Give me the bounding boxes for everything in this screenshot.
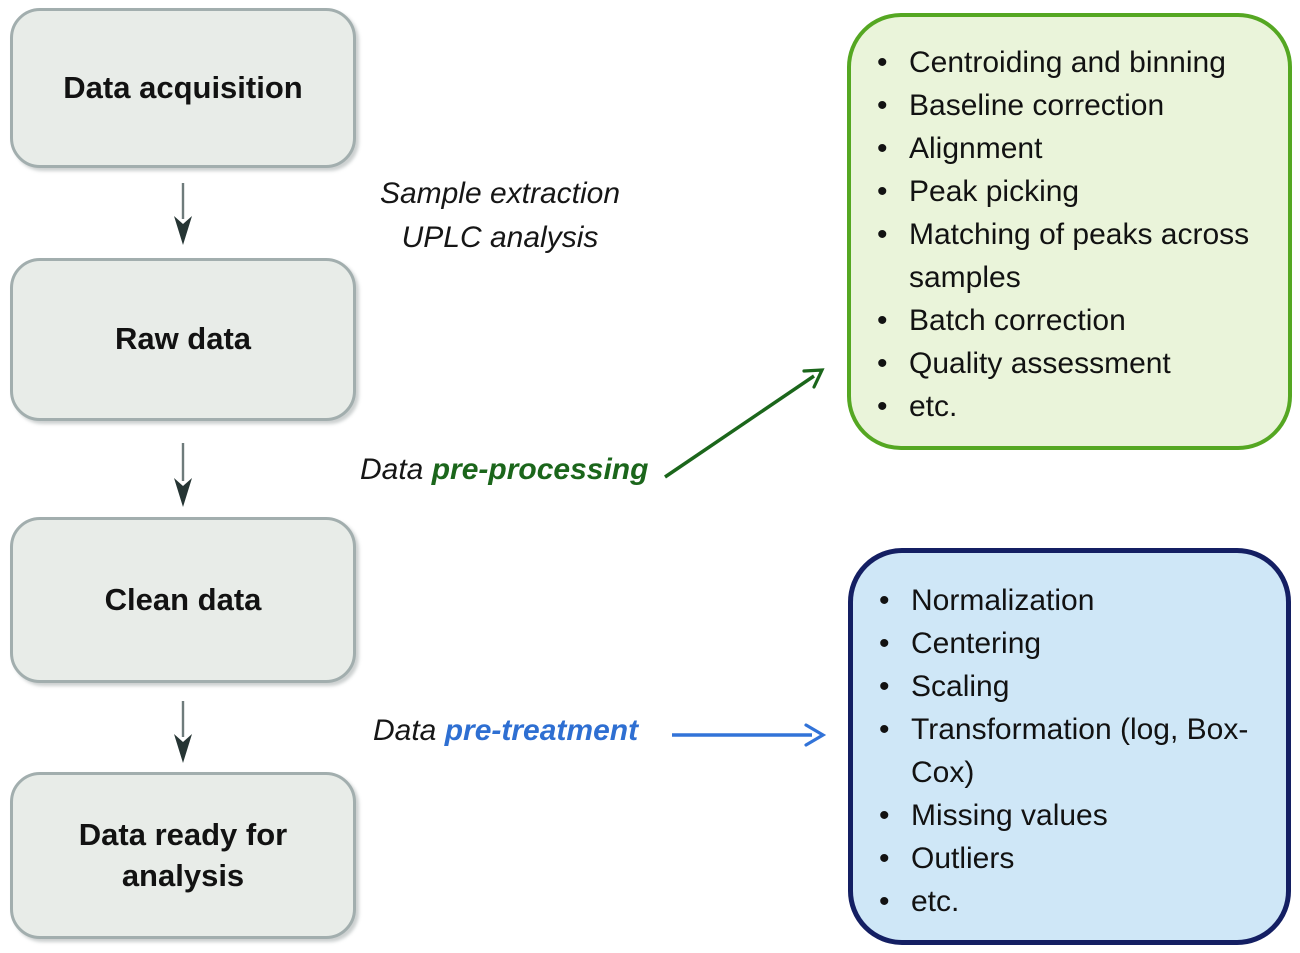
list-item: •Peak picking [873, 170, 1264, 213]
pretreatment-label-keyword: pre-treatment [444, 714, 639, 747]
preprocessing-label-prefix: Data [360, 453, 432, 486]
list-item: •Missing values [875, 794, 1262, 837]
bullet-icon: • [879, 584, 890, 617]
acquisition-note: Sample extraction UPLC analysis [330, 172, 670, 260]
pretreatment-label-prefix: Data [373, 714, 445, 747]
down-arrow-icon [173, 183, 193, 245]
down-arrow-icon [173, 443, 193, 507]
list-item: •Normalization [875, 579, 1262, 622]
list-item: •Baseline correction [873, 84, 1264, 127]
list-item: •Transformation (log, Box-Cox) [875, 708, 1262, 794]
list-item: •Centroiding and binning [873, 41, 1264, 84]
flow-step-raw-data: Raw data [10, 258, 356, 421]
acquisition-note-line2: UPLC analysis [401, 221, 599, 254]
list-item: •etc. [873, 385, 1264, 428]
flow-step-label: Clean data [104, 581, 262, 617]
bullet-icon: • [879, 670, 890, 703]
bullet-icon: • [877, 46, 888, 79]
bullet-icon: • [879, 713, 890, 746]
flow-step-label: Data ready for analysis [78, 816, 288, 893]
preprocessing-label: Data pre-processing [360, 453, 648, 487]
flow-step-data-acquisition: Data acquisition [10, 8, 356, 168]
bullet-icon: • [877, 132, 888, 165]
pretreatment-steps-list: •Normalization •Centering •Scaling •Tran… [875, 579, 1262, 923]
bullet-icon: • [877, 89, 888, 122]
down-arrow-icon [173, 701, 193, 763]
blue-arrow-icon [672, 723, 827, 747]
bullet-icon: • [879, 627, 890, 660]
preprocessing-steps-box: •Centroiding and binning •Baseline corre… [847, 13, 1292, 450]
list-item: •Scaling [875, 665, 1262, 708]
bullet-icon: • [877, 304, 888, 337]
list-item: •Alignment [873, 127, 1264, 170]
list-item: •Matching of peaks across samples [873, 213, 1264, 299]
bullet-icon: • [879, 885, 890, 918]
list-item: •Quality assessment [873, 342, 1264, 385]
bullet-icon: • [877, 175, 888, 208]
list-item: •etc. [875, 880, 1262, 923]
flow-step-data-ready: Data ready for analysis [10, 772, 356, 939]
pretreatment-steps-box: •Normalization •Centering •Scaling •Tran… [848, 548, 1291, 945]
bullet-icon: • [877, 218, 888, 251]
preprocessing-steps-list: •Centroiding and binning •Baseline corre… [873, 41, 1264, 428]
acquisition-note-line1: Sample extraction [379, 177, 621, 210]
bullet-icon: • [879, 842, 890, 875]
flow-step-label: Data acquisition [63, 69, 303, 105]
list-item: •Centering [875, 622, 1262, 665]
green-arrow-icon [664, 368, 825, 479]
list-item: •Outliers [875, 837, 1262, 880]
preprocessing-label-keyword: pre-processing [431, 453, 649, 486]
flow-step-clean-data: Clean data [10, 517, 356, 683]
list-item: •Batch correction [873, 299, 1264, 342]
bullet-icon: • [879, 799, 890, 832]
bullet-icon: • [877, 390, 888, 423]
pretreatment-label: Data pre-treatment [373, 714, 638, 748]
flow-step-label: Raw data [114, 321, 252, 357]
bullet-icon: • [877, 347, 888, 380]
